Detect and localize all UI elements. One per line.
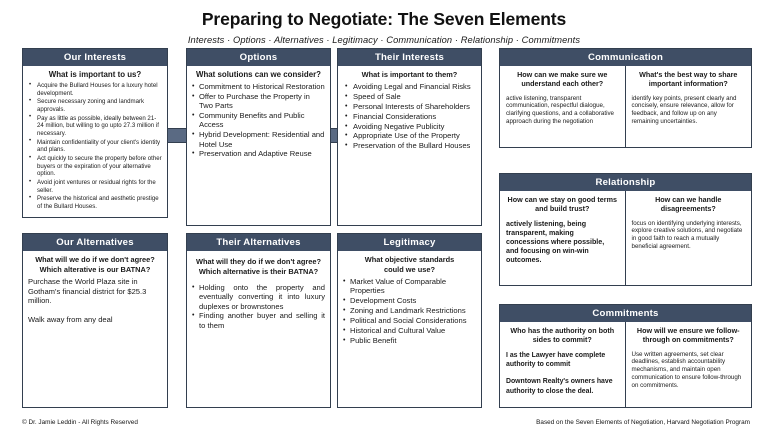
list-item: Financial Considerations bbox=[343, 112, 476, 122]
commitments-right-question: How will we ensure we follow-through on … bbox=[636, 326, 740, 344]
our-alternatives-prompt-line1: What will we do if we don't agree? bbox=[35, 255, 155, 264]
their-alternatives-list: Holding onto the property and eventually… bbox=[192, 283, 325, 330]
list-item: Offer to Purchase the Property in Two Pa… bbox=[192, 92, 325, 111]
options-prompt: What solutions can we consider? bbox=[196, 70, 321, 79]
list-item: Community Benefits and Public Access bbox=[192, 111, 325, 130]
communication-right-answer: identify key points, present clearly and… bbox=[631, 94, 737, 125]
list-item: Avoid joint ventures or residual rights … bbox=[28, 179, 162, 194]
box-communication: Communication How can we make sure we un… bbox=[499, 48, 752, 148]
communication-right-column: What's the best way to share important i… bbox=[626, 66, 752, 147]
box-options-title: Options bbox=[187, 49, 330, 66]
their-alternatives-prompt-line2: Which alternative is their BATNA? bbox=[198, 267, 319, 276]
box-relationship: Relationship How can we stay on good ter… bbox=[499, 173, 752, 286]
footer-copyright: © Dr. Jamie Leddin - All Rights Reserved bbox=[22, 419, 138, 426]
box-their-alternatives: Their Alternatives What will they do if … bbox=[186, 233, 331, 408]
relationship-columns: How can we stay on good terms and build … bbox=[500, 191, 751, 285]
list-item: Appropriate Use of the Property bbox=[343, 131, 476, 141]
communication-left-column: How can we make sure we understand each … bbox=[500, 66, 626, 147]
box-their-alternatives-title: Their Alternatives bbox=[187, 234, 330, 251]
relationship-right-question: How can we handle disagreements? bbox=[655, 195, 722, 213]
list-item: Secure necessary zoning and landmark app… bbox=[28, 98, 162, 113]
box-our-alternatives: Our Alternatives What will we do if we d… bbox=[22, 233, 168, 408]
list-item: Commitment to Historical Restoration bbox=[192, 82, 325, 92]
list-item: Preservation and Adaptive Reuse bbox=[192, 149, 325, 159]
relationship-left-answer: actively listening, being transparent, m… bbox=[506, 219, 605, 264]
list-item: Preserve the historical and aesthetic pr… bbox=[28, 195, 162, 210]
list-item: Avoiding Legal and Financial Risks bbox=[343, 82, 476, 92]
their-interests-list: Avoiding Legal and Financial Risks Speed… bbox=[343, 82, 476, 151]
list-item: Personal Interests of Shareholders bbox=[343, 102, 476, 112]
our-interests-list: Acquire the Bullard Houses for a luxury … bbox=[28, 81, 162, 211]
box-options-body: What solutions can we consider? Commitme… bbox=[187, 66, 330, 162]
commitments-left-answer-1: I as the Lawyer have complete authority … bbox=[506, 351, 606, 368]
relationship-left-column: How can we stay on good terms and build … bbox=[500, 191, 626, 285]
box-legitimacy: Legitimacy What objective standards coul… bbox=[337, 233, 482, 408]
legitimacy-prompt-line2: could we use? bbox=[384, 265, 435, 274]
relationship-right-answer: focus on identifying underlying interest… bbox=[631, 219, 743, 250]
box-their-interests: Their Interests What is important to the… bbox=[337, 48, 482, 226]
list-item: Development Costs bbox=[343, 296, 476, 306]
list-item: Zoning and Landmark Restrictions bbox=[343, 306, 476, 316]
box-options: Options What solutions can we consider? … bbox=[186, 48, 331, 226]
list-item: Avoiding Negative Publicity bbox=[343, 122, 476, 132]
list-item: Speed of Sale bbox=[343, 92, 476, 102]
box-our-alternatives-body: What will we do if we don't agree? Which… bbox=[23, 251, 167, 327]
list-item: Finding another buyer and selling it to … bbox=[192, 311, 325, 330]
their-interests-prompt: What is important to them? bbox=[361, 70, 458, 79]
box-our-interests-body: What is important to us? Acquire the Bul… bbox=[23, 66, 167, 215]
box-relationship-title: Relationship bbox=[500, 174, 751, 191]
box-our-alternatives-title: Our Alternatives bbox=[23, 234, 167, 251]
list-item: Maintain confidentiality of your client'… bbox=[28, 138, 162, 154]
relationship-left-question: How can we stay on good terms and build … bbox=[507, 195, 617, 213]
list-item: Hybrid Development: Residential and Hote… bbox=[192, 130, 325, 149]
box-our-interests-title: Our Interests bbox=[23, 49, 167, 66]
legitimacy-prompt-line1: What objective standards bbox=[364, 255, 455, 264]
list-item: Acquire the Bullard Houses for a luxury … bbox=[28, 81, 162, 97]
box-their-alternatives-body: What will they do if we don't agree? Whi… bbox=[187, 251, 330, 334]
box-their-interests-title: Their Interests bbox=[338, 49, 481, 66]
list-item: Market Value of Comparable Properties bbox=[343, 277, 476, 296]
box-commitments-title: Commitments bbox=[500, 305, 751, 322]
list-item: Pay as little as possible, ideally betwe… bbox=[28, 114, 162, 138]
box-legitimacy-title: Legitimacy bbox=[338, 234, 481, 251]
page-subtitle: Interests · Options · Alternatives · Leg… bbox=[187, 35, 581, 45]
legitimacy-list: Market Value of Comparable Properties De… bbox=[343, 277, 476, 345]
commitments-left-column: Who has the authority on both sides to c… bbox=[500, 322, 626, 407]
box-commitments: Commitments Who has the authority on bot… bbox=[499, 304, 752, 408]
list-item: Historical and Cultural Value bbox=[343, 326, 476, 336]
list-item: Act quickly to secure the property befor… bbox=[28, 155, 162, 178]
our-interests-prompt: What is important to us? bbox=[48, 70, 142, 79]
options-list: Commitment to Historical Restoration Off… bbox=[192, 82, 325, 159]
communication-columns: How can we make sure we understand each … bbox=[500, 66, 751, 147]
list-item: Preservation of the Bullard Houses bbox=[343, 141, 476, 151]
list-item: Political and Social Considerations bbox=[343, 316, 476, 326]
footer-attribution: Based on the Seven Elements of Negotiati… bbox=[536, 419, 750, 426]
page-title: Preparing to Negotiate: The Seven Elemen… bbox=[201, 9, 567, 29]
box-their-interests-body: What is important to them? Avoiding Lega… bbox=[338, 66, 481, 154]
their-alternatives-prompt-line1: What will they do if we don't agree? bbox=[196, 257, 321, 266]
list-item: Holding onto the property and eventually… bbox=[192, 283, 325, 311]
box-our-interests: Our Interests What is important to us? A… bbox=[22, 48, 168, 218]
box-communication-title: Communication bbox=[500, 49, 751, 66]
commitments-right-column: How will we ensure we follow-through on … bbox=[626, 322, 752, 407]
communication-left-question: How can we make sure we understand each … bbox=[517, 70, 608, 88]
our-alternatives-prompt-line2: Which alterative is our BATNA? bbox=[39, 265, 151, 274]
our-alternatives-body-2: Walk away from any deal bbox=[28, 314, 113, 324]
commitments-columns: Who has the authority on both sides to c… bbox=[500, 322, 751, 407]
commitments-right-answer: Use written agreements, set clear deadli… bbox=[631, 350, 742, 389]
commitments-left-question: Who has the authority on both sides to c… bbox=[510, 326, 615, 344]
communication-left-answer: active listening, transparent communicat… bbox=[506, 94, 615, 125]
relationship-right-column: How can we handle disagreements? focus o… bbox=[626, 191, 752, 285]
box-legitimacy-body: What objective standards could we use? M… bbox=[338, 251, 481, 349]
communication-right-question: What's the best way to share important i… bbox=[639, 70, 738, 88]
commitments-left-answer-2: Downtown Realty's owners have authority … bbox=[506, 378, 613, 395]
our-alternatives-body-1: Purchase the World Plaza site in Gotham'… bbox=[28, 277, 147, 306]
list-item: Public Benefit bbox=[343, 336, 476, 346]
